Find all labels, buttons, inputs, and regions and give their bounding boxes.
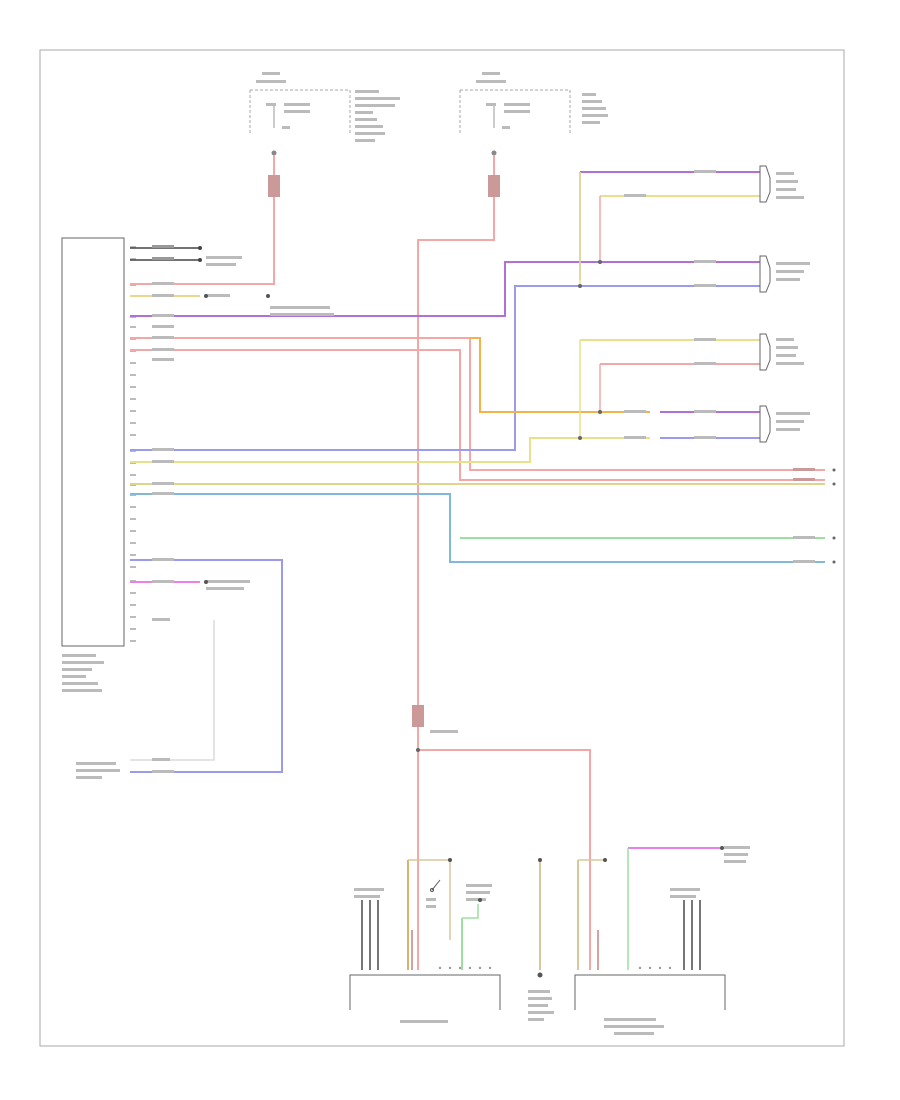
fuse-box-right xyxy=(459,72,608,156)
left-connector xyxy=(61,237,136,692)
fuse-box-left xyxy=(249,72,400,156)
junction-dots xyxy=(416,260,602,752)
top-left-pins xyxy=(130,245,242,266)
right-module xyxy=(574,966,726,1035)
bottom-labels xyxy=(354,846,750,1021)
diagram-frame xyxy=(39,49,845,1047)
speaker-lf-upper xyxy=(759,165,804,203)
wire-labels-red xyxy=(268,175,815,727)
bottom-cable-bundles xyxy=(361,900,701,970)
wires-red xyxy=(130,155,825,970)
switch-symbol xyxy=(430,879,441,892)
wires-green xyxy=(460,537,825,970)
speaker-rf-upper xyxy=(759,333,804,371)
right-edge-arrows xyxy=(832,468,836,564)
wire-labels xyxy=(76,170,815,779)
audio-unit xyxy=(349,966,501,1023)
speaker-rf-front xyxy=(759,405,810,443)
wires-blue xyxy=(130,171,825,773)
bottom-connector-dots xyxy=(204,294,724,978)
wires-yellow xyxy=(130,172,825,970)
speaker-lf-front xyxy=(759,255,810,293)
